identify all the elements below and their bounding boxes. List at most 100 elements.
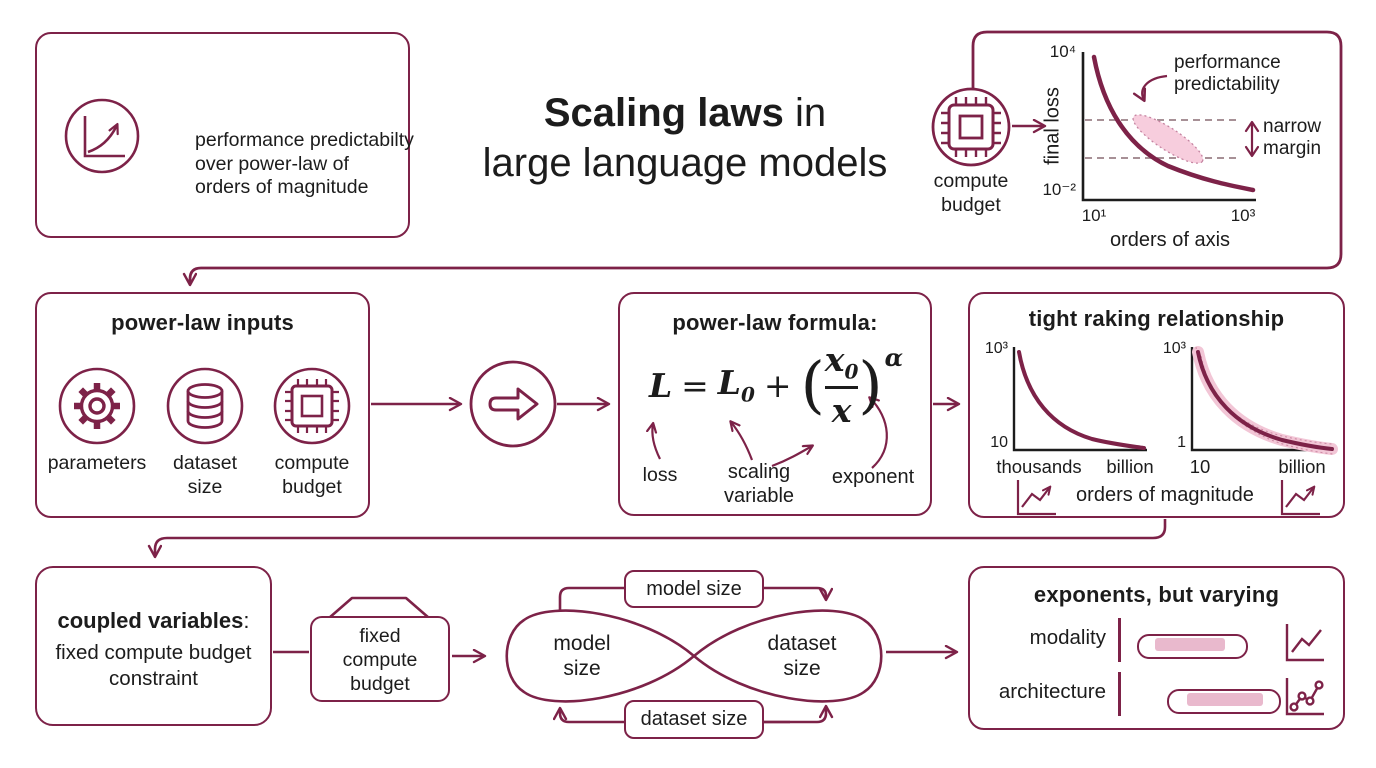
label-line: variable: [723, 485, 795, 507]
mini-chart-curve: [1196, 350, 1334, 451]
formula-L: L: [648, 365, 673, 405]
loop-label-line: size: [783, 657, 821, 680]
ranking-card-title: tight raking relationship: [1028, 306, 1285, 331]
formula-denominator: x: [831, 390, 852, 430]
coupled-subtitle-line: constraint: [109, 667, 198, 690]
architecture-range-fill: [1187, 692, 1263, 706]
mini-chart-axes: [1190, 347, 1334, 452]
modality-range-pill: [1137, 634, 1248, 659]
compute-budget-line: budget: [941, 193, 1001, 216]
model-size-box: model size: [624, 570, 764, 608]
loop-bottom-connector-left: [560, 709, 790, 724]
fixed-budget-text: fixed compute budget: [312, 624, 448, 696]
inputs-card: power-law inputs: [35, 292, 370, 518]
database-icon: [166, 367, 244, 445]
mini-chart-axes: [1012, 347, 1147, 452]
gear-icon: [58, 367, 136, 445]
loss-curve: [1091, 54, 1256, 193]
intro-line: performance predictabilty: [195, 129, 414, 151]
ranking-card: tight raking relationship: [968, 292, 1345, 518]
inputs-icons: [58, 367, 351, 445]
dataset-size-box-label: dataset size: [640, 708, 748, 730]
predictability-band: [1132, 114, 1204, 164]
loss-chart-axes: [1081, 52, 1256, 202]
title-rest: in: [783, 91, 827, 135]
xtick-left: 10¹: [1081, 206, 1107, 225]
loop-left-label: model size: [522, 631, 642, 681]
mini-ytick: 10³: [984, 340, 1008, 357]
chip-icon: [931, 87, 1011, 167]
annotation-line: predictability: [1174, 74, 1280, 95]
growth-chart-icon: [64, 98, 140, 174]
fixed-budget-roof: [328, 596, 430, 619]
chip-icon: [273, 367, 351, 445]
mini-xtick: billion: [1278, 456, 1326, 477]
loop-label-line: dataset: [767, 632, 837, 655]
ytick-top: 10⁴: [1049, 42, 1076, 61]
mini-chart-curve: [1017, 350, 1146, 450]
formula-numerator: x0: [824, 340, 859, 385]
intro-line: orders of magnitude: [195, 176, 369, 198]
fixed-budget-line: budget: [350, 673, 410, 695]
formula-exponent: α: [884, 342, 904, 372]
exponents-card-title: exponents, but varying: [1033, 582, 1280, 607]
input-label-dataset-size: dataset size: [150, 452, 260, 499]
dataset-size-box: dataset size: [624, 700, 764, 739]
input-label-line: budget: [282, 475, 342, 498]
input-label-parameters: parameters: [42, 452, 152, 476]
exponents-card: exponents, but varying modality architec…: [968, 566, 1345, 730]
coupled-title-text: coupled variables: [57, 608, 244, 633]
model-size-box-label: model size: [646, 577, 742, 600]
mini-xtick: thousands: [996, 456, 1082, 477]
formula-plus: +: [763, 365, 792, 405]
budget-card-outline-and-connector: [190, 30, 1343, 284]
loop-label-line: size: [563, 657, 601, 680]
mini-ytick: 10: [990, 434, 1008, 451]
loop-bottom-connector-right: [640, 707, 826, 724]
coupled-card-title: coupled variables:: [37, 608, 270, 634]
xtick-right: 10³: [1230, 206, 1256, 225]
fixed-budget-line: fixed: [359, 625, 401, 647]
dot-line-chart-icon: [1285, 678, 1324, 716]
input-label-line: parameters: [47, 452, 147, 474]
inputs-card-title: power-law inputs: [111, 310, 294, 335]
input-label-line: compute: [274, 452, 350, 474]
mini-ytick: 10³: [1162, 340, 1186, 357]
formula-arrows: [620, 294, 888, 469]
formula-eq: =: [681, 365, 709, 405]
ytick-bottom: 10⁻²: [1042, 180, 1076, 199]
intro-card: performance predictabilty over power-law…: [35, 32, 414, 238]
mini-ytick: 1: [1177, 434, 1186, 451]
intro-text: performance predictabilty over power-law…: [195, 129, 435, 200]
label-loss: loss: [642, 464, 678, 486]
loop-right-label: dataset size: [742, 631, 862, 681]
architecture-label: architecture: [998, 680, 1106, 703]
title-bold: Scaling laws: [543, 91, 784, 135]
compute-budget-line: compute: [933, 170, 1009, 192]
coupled-card: coupled variables: fixed compute budget …: [35, 566, 272, 726]
predictability-annotation: performance predictability: [1174, 52, 1281, 96]
narrow-margin-annotation: narrow margin: [1263, 116, 1321, 160]
loop-label-line: model: [553, 632, 611, 655]
formula-L0: L0: [717, 363, 755, 407]
margin-line: narrow: [1263, 116, 1322, 137]
page-title: Scaling laws in large language models: [420, 88, 950, 188]
ranking-footer: orders of magnitude: [1076, 484, 1254, 506]
modality-range-fill: [1155, 637, 1225, 651]
coupled-card-subtitle: fixed compute budget constraint: [37, 640, 270, 692]
modality-divider: [1118, 618, 1121, 662]
mini-xtick: billion: [1106, 456, 1154, 477]
line-chart-icon: [1285, 624, 1324, 662]
input-label-line: size: [187, 475, 223, 498]
formula-fraction: x0 x: [824, 340, 859, 430]
x-axis-label: orders of axis: [1109, 229, 1231, 251]
close-paren: ): [858, 348, 883, 421]
label-exponent: exponent: [831, 466, 915, 488]
infinity-loop: [505, 609, 883, 703]
architecture-divider: [1118, 672, 1121, 716]
formula-card-title: power-law formula:: [672, 310, 878, 335]
predictability-arrow: [1142, 74, 1168, 100]
label-line: scaling: [727, 461, 791, 483]
input-label-line: dataset: [173, 452, 237, 474]
